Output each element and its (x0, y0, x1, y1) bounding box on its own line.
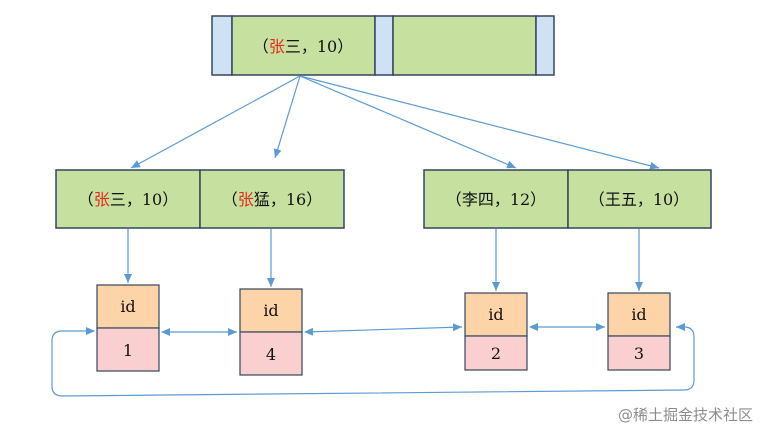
record-value-cell (96, 327, 160, 372)
link-arrow-4-2 (304, 323, 463, 336)
root-key-cell (231, 15, 376, 76)
leaf-cell-wangwu (567, 169, 712, 229)
record-2: id 2 (464, 292, 528, 371)
record-1: id 1 (96, 284, 160, 372)
record-link-arrows (51, 323, 695, 397)
record-header-label: id (263, 301, 278, 320)
leaf-highlight-zhangmeng: 张 (238, 190, 254, 209)
arrow-root-to-zhangmeng (273, 75, 301, 159)
record-value-label: 4 (266, 345, 276, 364)
record-header-label: id (488, 305, 503, 324)
root-node: （张三，10） (211, 15, 555, 76)
root-pointer-middle (374, 15, 394, 76)
record-header-label: id (631, 305, 646, 324)
watermark-text: @稀土掘金技术社区 (618, 406, 753, 424)
root-empty-cell (392, 15, 537, 76)
arrow-root-to-wangwu (299, 75, 660, 170)
record-value-cell (607, 335, 671, 371)
leaf-label-lisi: （李四，12） (446, 190, 546, 209)
leaf-node-right: （李四，12） （王五，10） (423, 169, 712, 229)
leaf-label-zhangmeng: （张猛，16） (222, 190, 322, 209)
arrow-root-to-zhangsan (130, 75, 301, 169)
record-header-cell (96, 284, 160, 329)
root-pointer-left (211, 15, 233, 76)
leaf-cell-zhangmeng (199, 169, 345, 229)
leaf-to-record-arrows (124, 229, 643, 291)
record-header-label: id (120, 297, 135, 316)
record-value-label: 1 (123, 341, 133, 360)
leaf-label-wangwu: （王五，10） (589, 190, 689, 209)
record-value-cell (239, 331, 303, 376)
link-arrow-wraparound (51, 323, 695, 397)
root-to-leaf-arrows (130, 75, 660, 170)
leaf-cell-zhangsan (55, 169, 201, 229)
record-value-label: 3 (634, 344, 644, 363)
record-value-cell (464, 335, 528, 371)
record-3: id 3 (607, 292, 671, 371)
leaf-node-left: （张三，10） （张猛，16） (55, 169, 345, 229)
root-pointer-right (535, 15, 555, 76)
leaf-label-zhangsan: （张三，10） (78, 190, 178, 209)
record-4: id 4 (239, 288, 303, 376)
root-key-label: （张三，10） (253, 37, 353, 56)
leaf-highlight-zhangsan: 张 (94, 190, 110, 209)
record-value-label: 2 (491, 344, 501, 363)
root-key-highlight: 张 (269, 37, 285, 56)
arrow-root-to-lisi (299, 75, 517, 169)
